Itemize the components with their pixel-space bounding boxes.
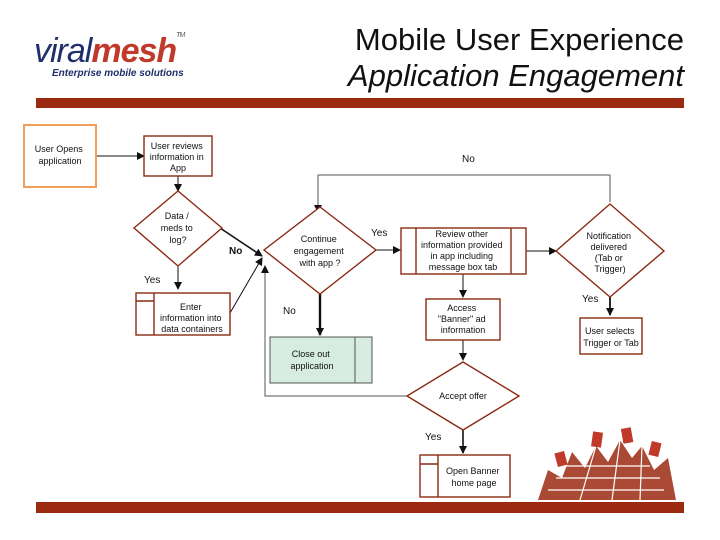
bottom-divider-bar	[36, 502, 684, 513]
edge-labels: No No Yes Yes No Yes Yes	[144, 154, 598, 443]
node-user-selects	[579, 317, 643, 355]
node-user-opens	[23, 124, 97, 188]
logo-viral-text: viral	[34, 32, 92, 70]
label-notification: Notification delivered (Tab or Trigger)	[586, 231, 633, 274]
edge-label-no-continue: No	[283, 306, 296, 317]
label-user-selects: User selects Trigger or Tab	[583, 326, 639, 348]
node-notification	[554, 203, 666, 298]
node-access-banner	[425, 298, 501, 341]
label-user-reviews: User reviews information in App	[150, 141, 207, 173]
node-review-other	[400, 227, 527, 275]
edge-label-yes-data: Yes	[144, 275, 160, 286]
node-user-reviews	[143, 135, 213, 177]
edges	[96, 152, 614, 454]
edge-label-no-top: No	[462, 154, 475, 165]
edge-accept-no-loop	[261, 265, 408, 397]
edge-notification-no-loop	[314, 174, 611, 213]
top-divider-bar	[36, 98, 684, 108]
title-line-1: Mobile User Experience	[354, 22, 684, 57]
viralmesh-logo: viralmeshTM Enterprise mobile solutions	[34, 30, 204, 80]
node-labels: User Opens application User reviews info…	[35, 141, 639, 488]
edge-enter-to-continue	[229, 257, 263, 314]
label-enter-info: Enter information into data containers	[160, 302, 224, 334]
label-review-other: Review other information provided in app…	[421, 229, 505, 272]
label-user-opens: User Opens application	[35, 144, 86, 166]
title-line-2: Application Engagement	[347, 58, 684, 93]
edge-label-yes-continue: Yes	[371, 228, 387, 239]
node-enter-info	[135, 292, 231, 336]
logo-tagline: Enterprise mobile solutions	[52, 68, 184, 79]
node-data-meds	[132, 190, 224, 267]
edge-data-to-continue	[219, 227, 263, 257]
node-accept-offer	[405, 361, 521, 431]
label-continue: Continue engagement with app ?	[294, 234, 347, 268]
edge-label-yes-accept: Yes	[425, 432, 441, 443]
label-data-meds: Data / meds to log?	[161, 211, 196, 245]
label-access-banner: Access "Banner" ad information	[438, 303, 488, 335]
node-open-banner	[419, 454, 511, 498]
node-continue	[262, 206, 378, 295]
label-accept-offer: Accept offer	[439, 391, 487, 401]
edge-label-yes-notification: Yes	[582, 294, 598, 305]
logo-mesh-text: mesh	[91, 32, 177, 70]
edge-label-no-data: No	[229, 246, 242, 257]
node-shapes	[23, 124, 666, 498]
label-close-out: Close out application	[290, 349, 333, 371]
logo-wordmark: viralmeshTM	[34, 32, 185, 71]
slide-title: Mobile User Experience Application Engag…	[348, 22, 684, 94]
raised-hands-graphic	[538, 427, 676, 501]
node-close-out	[269, 336, 373, 384]
logo-tm: TM	[176, 32, 185, 39]
label-open-banner: Open Banner home page	[446, 466, 502, 488]
